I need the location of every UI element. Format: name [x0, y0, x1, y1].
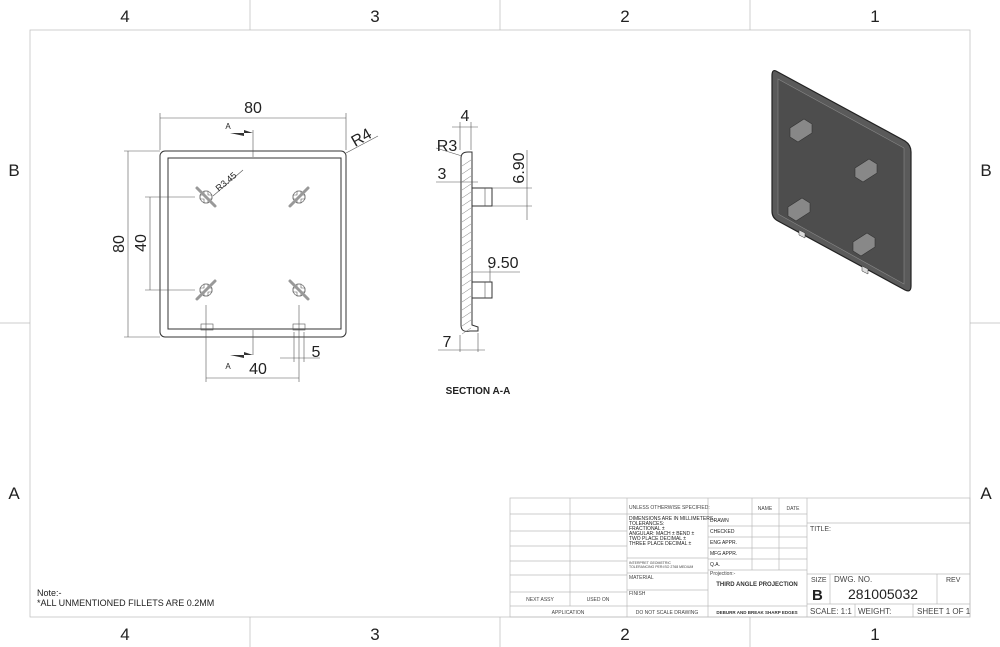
note-heading: Note:-	[37, 588, 62, 598]
used-on-label: USED ON	[587, 597, 610, 603]
dim-width: 80	[244, 100, 262, 117]
weight-label: WEIGHT:	[858, 607, 891, 616]
dim-boss-height: 6.90	[511, 152, 528, 183]
dim-thickness: 4	[461, 108, 470, 125]
approval-role: Q.A.	[710, 562, 720, 568]
dim-radius: R3	[437, 138, 458, 155]
title-label: TITLE:	[810, 526, 831, 533]
zone-col-2-bottom: 2	[620, 625, 629, 644]
approval-role: ENG APPR.	[710, 540, 737, 546]
dim-height: 80	[111, 235, 128, 253]
interpret-1: INTERPRET GEOMETRIC	[629, 561, 671, 565]
section-view: 4 R3 3 6.90 9.50 7 SECTION A-A	[435, 108, 532, 397]
front-view: 80 80 40 40 5 R4 R3.45 A A	[111, 100, 379, 382]
unless-specified: UNLESS OTHERWISE SPECIFIED:	[629, 505, 710, 511]
zone-col-2: 2	[620, 7, 629, 26]
section-title: SECTION A-A	[446, 386, 511, 397]
tolerance-line: ANGULAR: MACH ± BEND ±	[629, 531, 694, 537]
projection-value: THIRD ANGLE PROJECTION	[716, 582, 797, 588]
zone-row-a: A	[8, 484, 20, 503]
dim-hook: 7	[443, 334, 452, 351]
rev-label: REV	[946, 577, 961, 584]
zone-col-3-bottom: 3	[370, 625, 379, 644]
size-value: B	[812, 587, 823, 604]
application-label: APPLICATION	[552, 610, 585, 616]
tolerance-line: TWO PLACE DECIMAL ±	[629, 536, 686, 542]
next-assy-label: NEXT ASSY	[526, 597, 554, 603]
tolerance-line: DIMENSIONS ARE IN MILLIMETERS	[629, 516, 714, 522]
tolerance-line: FRACTIONAL ±	[629, 526, 665, 532]
zone-col-4-bottom: 4	[120, 625, 129, 644]
dwg-no-value: 281005032	[848, 586, 918, 602]
dim-boss-length: 9.50	[487, 255, 518, 272]
dim-tab-width: 5	[312, 344, 321, 361]
section-label-top: A	[225, 122, 231, 131]
dim-hole-radius: R3.45	[214, 170, 239, 193]
zone-row-b: B	[8, 161, 19, 180]
tolerance-line: TOLERANCES:	[629, 521, 664, 527]
interpret-2: TOLERANCING PER:ISO 2768 MEDIUM	[629, 565, 693, 569]
projection-label: Projection:-	[710, 571, 736, 577]
finish-label: FINISH	[629, 591, 646, 597]
zone-col-1: 1	[870, 7, 879, 26]
material-label: MATERIAL	[629, 575, 654, 581]
dim-wall: 3	[438, 166, 447, 183]
sheet-value: SHEET 1 OF 1	[917, 607, 971, 616]
isometric-view	[771, 69, 912, 292]
scale-value: SCALE: 1:1	[810, 607, 852, 616]
title-block: UNLESS OTHERWISE SPECIFIED: DIMENSIONS A…	[509, 497, 971, 618]
section-label-bottom: A	[225, 362, 231, 371]
note-text: *ALL UNMENTIONED FILLETS ARE 0.2MM	[37, 598, 214, 608]
tolerance-line: THREE PLACE DECIMAL ±	[629, 541, 692, 547]
name-header: NAME	[758, 506, 773, 512]
approval-role: CHECKED	[710, 529, 735, 535]
size-label: SIZE	[811, 577, 827, 584]
dim-corner-radius: R4	[349, 126, 375, 151]
approval-role: MFG APPR.	[710, 551, 737, 557]
date-header: DATE	[787, 506, 801, 512]
zone-col-4: 4	[120, 7, 129, 26]
boss-hole	[195, 186, 217, 208]
zone-col-1-bottom: 1	[870, 625, 879, 644]
boss-hole	[195, 279, 217, 301]
zone-row-b-right: B	[980, 161, 991, 180]
approval-role: DRAWN	[710, 518, 729, 524]
zone-col-3: 3	[370, 7, 379, 26]
dim-hole-spacing-h: 40	[249, 361, 267, 378]
boss-hole	[288, 186, 310, 208]
deburr-note: DEBURR AND BREAK SHARP EDGES	[716, 610, 797, 615]
boss-hole	[288, 279, 310, 301]
do-not-scale: DO NOT SCALE DRAWING	[636, 610, 699, 616]
dim-hole-spacing-v: 40	[133, 234, 150, 252]
zone-row-a-right: A	[980, 484, 992, 503]
dwg-no-label: DWG. NO.	[834, 575, 872, 584]
